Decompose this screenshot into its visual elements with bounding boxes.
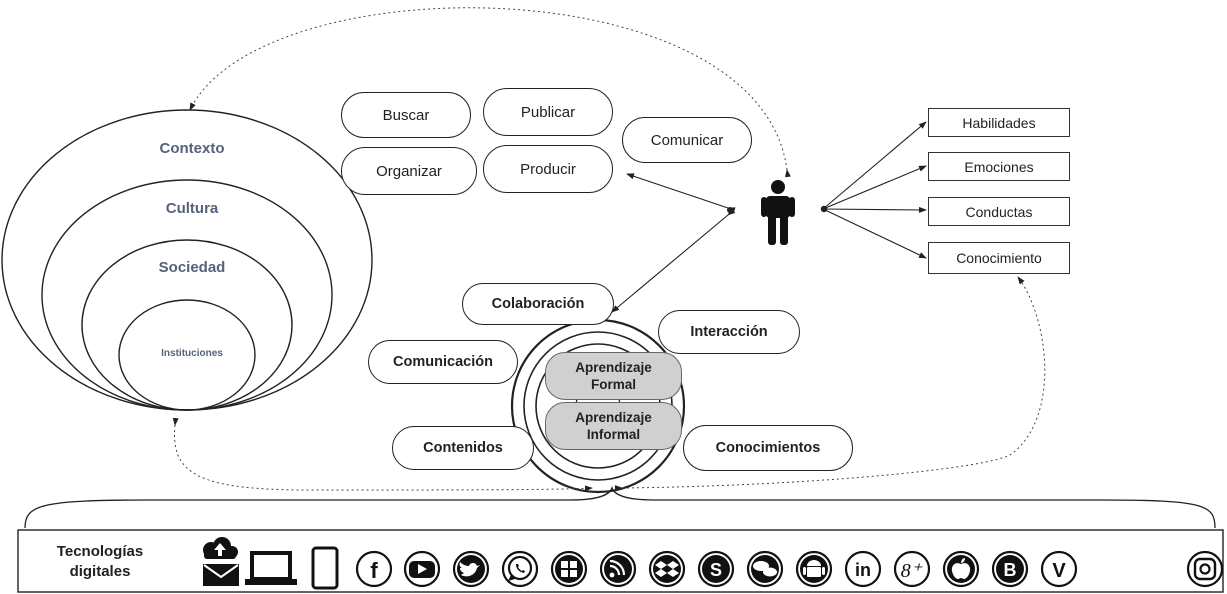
label-cultura: Cultura (165, 200, 219, 217)
action-organizar: Organizar (341, 147, 477, 195)
bubble-comunicacion: Comunicación (368, 340, 518, 384)
arrow-conocimiento (822, 208, 927, 259)
google-plus-icon: 8⁺ (893, 550, 931, 588)
learning-formal-line2: Formal (590, 377, 636, 392)
android-icon (795, 550, 833, 588)
arrow-to-colaboracion (611, 208, 736, 313)
smartphone-icon (311, 546, 339, 590)
learning-formal-line1: Aprendizaje (575, 360, 652, 375)
facebook-glyph: f (370, 558, 378, 583)
chat-icon (746, 550, 784, 588)
dotted-connectors (172, 7, 1046, 492)
whatsapp-icon (501, 550, 539, 588)
label-contexto: Contexto (159, 140, 225, 157)
blogger-icon: B (991, 550, 1029, 588)
top-arc-connector (189, 7, 791, 178)
outcome-habilidades: Habilidades (928, 108, 1070, 137)
bubble-contenidos: Contenidos (392, 426, 534, 470)
bubble-conocimientos: Conocimientos (683, 425, 853, 471)
vine-icon: V (1040, 550, 1078, 588)
action-buscar: Buscar (341, 92, 471, 138)
youtube-icon (403, 550, 441, 588)
outcome-conocimiento: Conocimiento (928, 242, 1070, 274)
outcome-emociones: Emociones (928, 152, 1070, 181)
cloud-mail-icon (203, 537, 239, 586)
arrow-habilidades (822, 121, 927, 210)
learning-informal: Aprendizaje Informal (545, 402, 682, 450)
learning-formal: Aprendizaje Formal (545, 352, 682, 400)
arrow-conductas (822, 206, 927, 213)
blogger-glyph: B (1004, 560, 1017, 580)
action-publicar: Publicar (483, 88, 613, 136)
windows-icon (550, 550, 588, 588)
twitter-icon (452, 550, 490, 588)
skype-glyph: S (710, 560, 722, 580)
bubble-interaccion: Interacción (658, 310, 800, 354)
apple-icon (942, 550, 980, 588)
bottom-brace (24, 485, 1216, 529)
bubble-colaboracion: Colaboración (462, 283, 614, 325)
person-icon (761, 180, 795, 245)
tech-panel (17, 529, 1224, 593)
tech-label-line2: digitales (69, 563, 131, 580)
instagram-icon (1186, 550, 1224, 588)
solid-arrows (611, 121, 927, 313)
tech-icons: f (203, 537, 1224, 590)
linkedin-icon: in (844, 550, 882, 588)
learning-informal-line2: Informal (586, 427, 641, 442)
dropbox-icon (648, 550, 686, 588)
action-comunicar: Comunicar (622, 117, 752, 163)
right-hub-dot (820, 205, 828, 213)
tech-label: Tecnologías digitales (30, 542, 170, 582)
learning-informal-line1: Aprendizaje (575, 410, 652, 425)
rss-icon (599, 550, 637, 588)
google-plus-glyph: 8⁺ (901, 560, 923, 582)
left-hub-dot (727, 207, 733, 213)
ring-instituciones (118, 299, 256, 411)
action-producir: Producir (483, 145, 613, 193)
right-bottom-connector (614, 276, 1046, 492)
skype-icon: S (697, 550, 735, 588)
label-instituciones: Instituciones (161, 348, 223, 359)
facebook-icon: f (355, 550, 393, 588)
left-bottom-connector (172, 417, 593, 492)
outcome-conductas: Conductas (928, 197, 1070, 226)
laptop-icon (245, 551, 297, 585)
linkedin-glyph: in (855, 560, 871, 580)
arrow-emociones (822, 165, 927, 210)
tech-label-line1: Tecnologías (56, 543, 144, 560)
vine-glyph: V (1052, 560, 1066, 582)
context-rings (1, 109, 373, 411)
arrow-to-actions (626, 173, 736, 214)
label-sociedad: Sociedad (158, 259, 226, 276)
